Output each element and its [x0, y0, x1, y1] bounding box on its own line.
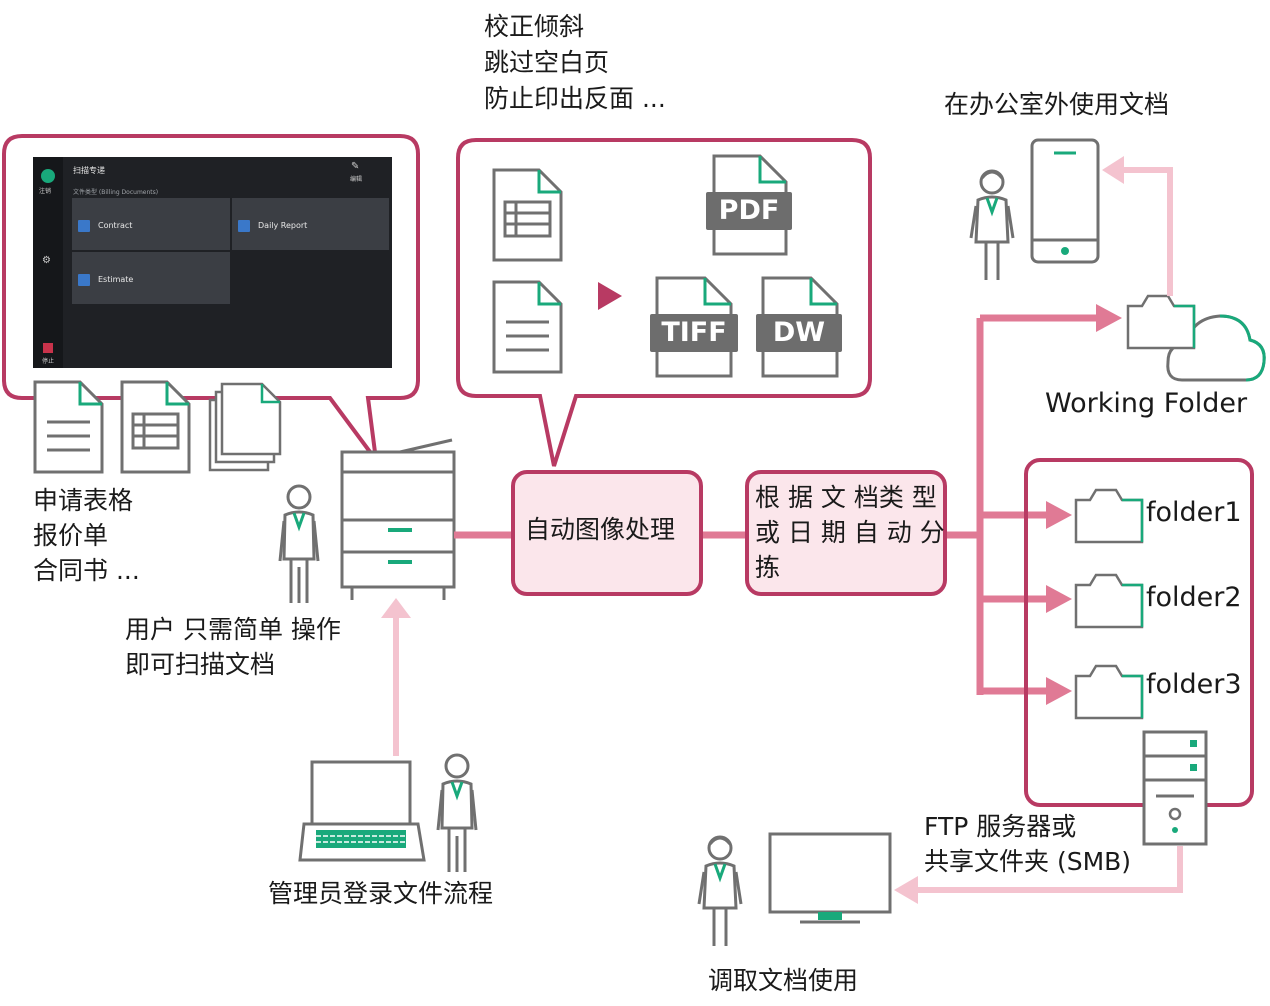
convert-arrow-icon: [598, 282, 622, 310]
smartphone-icon: [1030, 138, 1100, 264]
laptop-icon: [298, 760, 426, 862]
stop-label: 停止: [42, 358, 55, 365]
tile-daily-report[interactable]: Daily Report: [232, 198, 389, 250]
tiff-format-tag: TIFF: [650, 314, 738, 352]
user-label: 注销: [39, 188, 52, 195]
auto-image-processing-box: 自动图像处理: [511, 470, 703, 596]
callout-line-2: 跳过空白页: [484, 48, 610, 77]
folder3-label: folder3: [1146, 669, 1242, 700]
tile-label: Contract: [98, 221, 133, 230]
tile-label: Daily Report: [258, 221, 308, 230]
tile-estimate[interactable]: Estimate: [72, 252, 230, 304]
user-caption-line-2: 即可扫描文档: [125, 650, 276, 679]
tile-contract[interactable]: Contract: [72, 198, 230, 250]
pdf-format-tag: PDF: [706, 192, 792, 230]
edit-icon[interactable]: ✎: [351, 161, 360, 172]
auto-sort-line-3: 拣: [755, 553, 781, 582]
auto-sort-box: 根 据 文 档类 型 或 日 期 自 动 分 拣: [745, 470, 947, 596]
callout-line-1: 校正倾斜: [484, 12, 585, 41]
mobile-access-arrow-icon: [1102, 156, 1124, 184]
device-screen: 注销 ⚙ 停止 扫描专递 ✎ 编辑 文件类型 (Billing Document…: [33, 157, 392, 368]
stop-button[interactable]: [43, 343, 53, 353]
auto-image-processing-label: 自动图像处理: [525, 515, 676, 544]
monitor-icon: [768, 832, 892, 924]
callout-line-3: 防止印出反面 ...: [484, 84, 666, 113]
source-doc-3: 合同书 ...: [33, 556, 140, 585]
folder1-label: folder1: [1146, 497, 1242, 528]
source-doc-2: 报价单: [33, 521, 109, 550]
folder2-arrow-icon: [1046, 585, 1072, 613]
dw-format-tag: DW: [756, 314, 842, 352]
screen-title: 扫描专递: [73, 166, 105, 175]
retrieve-caption: 调取文档使用: [708, 966, 859, 995]
user-person-icon: [278, 484, 320, 605]
input-text-document-icon: [492, 280, 563, 374]
screen-sidebar: 注销 ⚙ 停止: [33, 157, 63, 368]
viewer-person-icon: [697, 835, 743, 948]
document-type-icon: [78, 220, 90, 232]
server-caption-line-2: 共享文件夹 (SMB): [924, 847, 1132, 876]
server-icon: [1142, 730, 1208, 846]
folder2-icon: [1074, 573, 1144, 629]
admin-caption: 管理员登录文件流程: [268, 879, 494, 908]
user-icon[interactable]: [41, 169, 55, 183]
user-caption-line-1: 用户 只需简单 操作: [125, 615, 341, 644]
multifunction-printer-icon: [340, 438, 456, 600]
working-folder-arrow-icon: [1096, 304, 1122, 332]
application-form-icon: [33, 380, 104, 474]
tile-label: Estimate: [98, 275, 134, 284]
retrieve-arrow-icon: [894, 876, 918, 904]
working-folder-label: Working Folder: [1045, 388, 1248, 419]
settings-icon[interactable]: ⚙: [42, 255, 51, 266]
auto-sort-line-1: 根 据 文 档类 型: [755, 483, 937, 512]
document-type-icon: [78, 274, 90, 286]
source-doc-1: 申请表格: [33, 486, 134, 515]
document-type-icon: [238, 220, 250, 232]
folder1-arrow-icon: [1046, 501, 1072, 529]
folder-group-box: [1024, 458, 1254, 807]
quotation-icon: [120, 380, 191, 474]
screen-subtitle: 文件类型 (Billing Documents): [73, 189, 159, 196]
admin-person-icon: [436, 753, 478, 874]
folder1-icon: [1074, 488, 1144, 544]
auto-sort-line-2: 或 日 期 自 动 分: [755, 518, 945, 547]
working-folder-icon: [1126, 294, 1196, 350]
contract-stack-icon: [208, 382, 282, 472]
folder2-label: folder2: [1146, 582, 1242, 613]
edit-label: 编辑: [350, 176, 363, 183]
folder3-arrow-icon: [1046, 677, 1072, 705]
mobile-user-person-icon: [969, 169, 1015, 282]
server-caption-line-1: FTP 服务器或: [924, 812, 1077, 841]
input-table-document-icon: [492, 168, 563, 262]
folder3-icon: [1074, 664, 1144, 720]
admin-upload-arrow-icon: [381, 598, 411, 618]
outside-office-label: 在办公室外使用文档: [944, 90, 1170, 119]
